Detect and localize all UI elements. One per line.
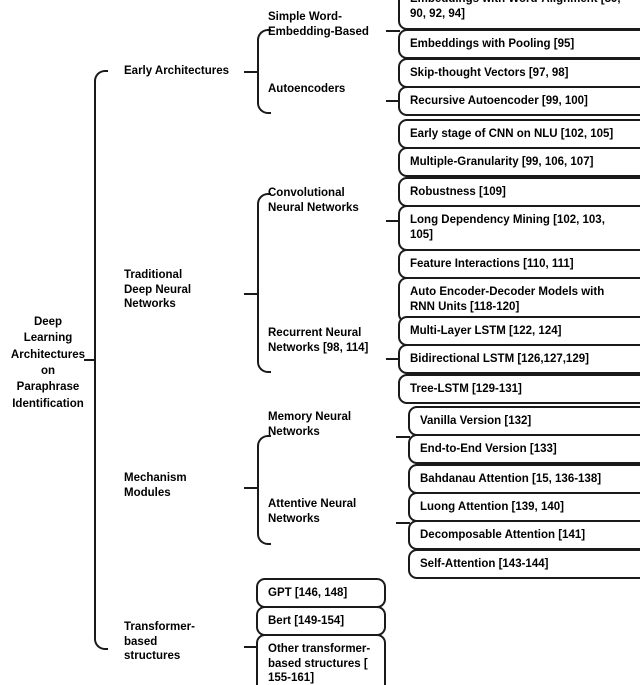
stub-early-architectures [244,71,258,73]
leaf-self-attention[interactable]: Self-Attention [143-144] [408,549,640,579]
leaf-label: Multiple-Granularity [99, 106, 107] [410,155,594,168]
root-node-label: Deep Learning Architectures on Paraphras… [10,316,86,410]
leaf-early-stage-of-cnn-on-nlu[interactable]: Early stage of CNN on NLU [102, 105] [398,119,640,149]
leaf-bahdanau-attention[interactable]: Bahdanau Attention [15, 136-138] [408,464,640,494]
leaf-label: Embeddings with Pooling [95] [410,37,575,50]
branch-label-mechanism-modules: Mechanism Modules [124,472,187,499]
leaf-label: Early stage of CNN on NLU [102, 105] [410,127,614,140]
leaf-label: Feature Interactions [110, 111] [410,257,574,270]
leaf-multi-layer-lstm[interactable]: Multi-Layer LSTM [122, 124] [398,316,640,346]
leaf-bert[interactable]: Bert [149-154] [256,606,386,636]
subbranch-label-convolutional-neural-networks: Convolutional Neural Networks [268,187,359,214]
leaf-end-to-end-version[interactable]: End-to-End Version [133] [408,434,640,464]
leaf-label: Tree-LSTM [129-131] [410,382,522,395]
subbranch-label-attentive-neural-networks: Attentive Neural Networks [268,498,357,525]
leaf-robustness[interactable]: Robustness [109] [398,177,640,207]
bracket-traditional-deep-neural-networks [257,193,271,373]
subbranch-label-recurrent-neural-networks: Recurrent Neural Networks [98, 114] [268,327,369,354]
stub-mechanism-modules [244,487,258,489]
leaf-label: End-to-End Version [133] [420,442,557,455]
leaf-other-transformer-based-structures[interactable]: Other transformer- based structures [ 15… [256,634,386,685]
subbranch-label-autoencoders: Autoencoders [268,83,346,95]
leaf-recursive-autoencoder[interactable]: Recursive Autoencoder [99, 100] [398,86,640,116]
subbranch-label-memory-neural-networks: Memory Neural Networks [268,411,352,438]
leaf-label: Vanilla Version [132] [420,414,532,427]
leaf-vanilla-version[interactable]: Vanilla Version [132] [408,406,640,436]
leaf-embeddings-with-word-alignment[interactable]: Embeddings with Word-Alignment [89, 90, … [398,0,640,30]
stub-traditional-deep-neural-networks [244,293,258,295]
leaf-label: Decomposable Attention [141] [420,528,586,541]
leaf-multiple-granularity[interactable]: Multiple-Granularity [99, 106, 107] [398,147,640,177]
leaf-tree-lstm[interactable]: Tree-LSTM [129-131] [398,374,640,404]
root-stub [84,359,96,361]
stub-memory-neural-networks [396,436,410,438]
branch-label-early-architectures: Early Architectures [124,65,230,77]
leaf-long-dependency-mining[interactable]: Long Dependency Mining [102, 103, 105] [398,205,640,251]
bracket-mechanism-modules [257,435,271,545]
leaf-label: Auto Encoder-Decoder Models with RNN Uni… [410,286,605,313]
leaf-decomposable-attention[interactable]: Decomposable Attention [141] [408,520,640,550]
leaf-feature-interactions[interactable]: Feature Interactions [110, 111] [398,249,640,279]
branch-label-traditional-deep-neural-networks: Traditional Deep Neural Networks [124,269,192,311]
leaf-label: Long Dependency Mining [102, 103, 105] [410,214,605,241]
stub-convolutional-neural-networks [386,220,400,222]
leaf-label: Robustness [109] [410,185,506,198]
bracket-early-architectures [257,29,271,114]
subbranch-label-simple-word-embedding-based: Simple Word- Embedding-Based [268,11,369,38]
leaf-label: Recursive Autoencoder [99, 100] [410,94,588,107]
stub-simple-word-embedding-based [386,30,400,32]
leaf-label: Bidirectional LSTM [126,127,129] [410,352,589,365]
leaf-label: Multi-Layer LSTM [122, 124] [410,324,562,337]
leaf-label: Embeddings with Word-Alignment [89, 90, … [410,0,621,20]
root-bracket [94,70,108,650]
stub-recurrent-neural-networks [386,358,400,360]
leaf-bidirectional-lstm[interactable]: Bidirectional LSTM [126,127,129] [398,344,640,374]
leaf-label: Bahdanau Attention [15, 136-138] [420,472,602,485]
leaf-embeddings-with-pooling[interactable]: Embeddings with Pooling [95] [398,29,640,59]
leaf-label: Other transformer- based structures [ 15… [268,642,371,685]
stub-autoencoders [386,100,400,102]
leaf-gpt[interactable]: GPT [146, 148] [256,578,386,608]
leaf-skip-thought-vectors[interactable]: Skip-thought Vectors [97, 98] [398,58,640,88]
leaf-label: Luong Attention [139, 140] [420,500,564,513]
stub-attentive-neural-networks [396,522,410,524]
leaf-label: Self-Attention [143-144] [420,557,549,570]
stub-transformer-based-structures [244,646,258,648]
leaf-label: Skip-thought Vectors [97, 98] [410,66,569,79]
leaf-label: Bert [149-154] [268,614,345,627]
leaf-luong-attention[interactable]: Luong Attention [139, 140] [408,492,640,522]
branch-label-transformer-based-structures: Transformer- based structures [124,621,195,663]
leaf-label: GPT [146, 148] [268,586,348,599]
